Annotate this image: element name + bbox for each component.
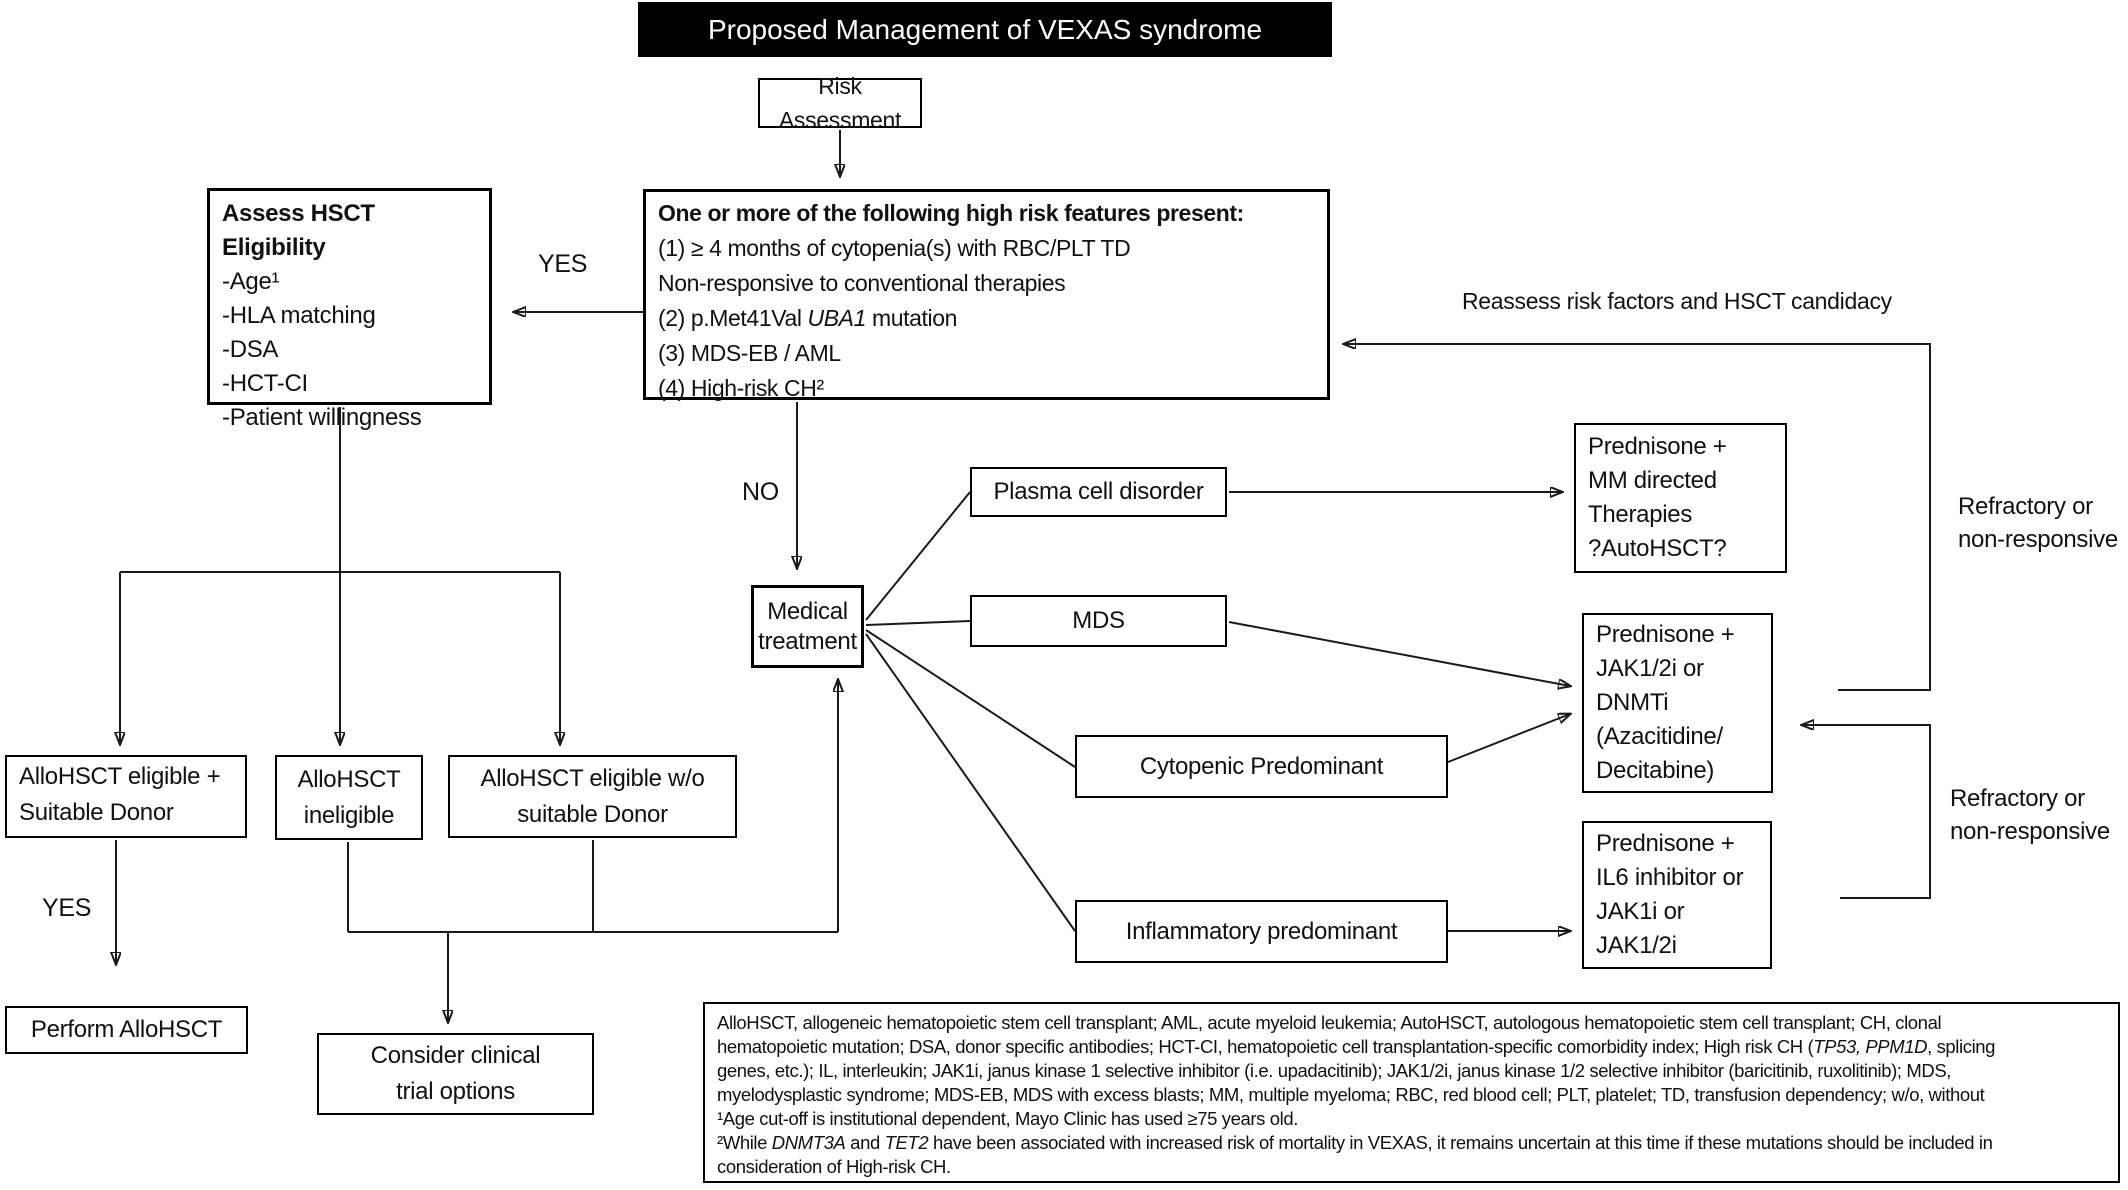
label-refractory-bottom: Refractory or non-responsive xyxy=(1950,785,2110,845)
text-line: suitable Donor xyxy=(517,800,668,828)
text-line: AlloHSCT eligible w/o xyxy=(480,764,705,792)
node-mds: MDS xyxy=(970,595,1227,647)
text-line: Assess HSCT Eligibility xyxy=(222,200,375,261)
node-il6-jak-therapy: Prednisone + IL6 inhibitor or JAK1i or JAK1… xyxy=(1582,821,1772,969)
text-line: treatment xyxy=(758,627,857,655)
text-line: trial options xyxy=(396,1078,515,1105)
text-line: AlloHSCT eligible + xyxy=(19,763,221,790)
text-line: Non-responsive to conventional therapies xyxy=(658,270,1066,296)
text-line: Prednisone + xyxy=(1596,621,1735,648)
text-line: Medical xyxy=(767,597,848,625)
text-line: -DSA xyxy=(222,336,279,363)
text-line: IL6 inhibitor or xyxy=(1596,864,1744,891)
text-line: (4) High-risk CH² xyxy=(658,375,824,401)
node-cytopenic-label: Cytopenic Predominant xyxy=(1139,752,1384,780)
node-allohsct-ineligible: AlloHSCT ineligible xyxy=(275,755,423,840)
text-line: (3) MDS-EB / AML xyxy=(658,340,841,366)
text-line: One or more of the following high risk f… xyxy=(658,200,1244,226)
text-line: ²While DNMT3A and TET2 have been associa… xyxy=(717,1132,1993,1153)
text-line: MM directed xyxy=(1588,467,1717,494)
text-line: ineligible xyxy=(303,801,395,829)
edge-medical-to-inflammatory xyxy=(865,633,1076,932)
page-title: Proposed Management of VEXAS syndrome xyxy=(638,2,1332,57)
text-line: Decitabine) xyxy=(1596,757,1715,784)
edge-medical-to-mds xyxy=(865,620,971,626)
text-line: ¹Age cut-off is institutional dependent,… xyxy=(717,1108,1299,1129)
text-line: JAK1i or xyxy=(1596,898,1685,925)
text-line: hematopoietic mutation; DSA, donor speci… xyxy=(717,1036,1996,1057)
text-line: (1) ≥ 4 months of cytopenia(s) with RBC/… xyxy=(658,235,1131,261)
node-perform-label: Perform AlloHSCT xyxy=(30,1016,223,1043)
text-line: consideration of High-risk CH. xyxy=(717,1156,951,1177)
label-no: NO xyxy=(742,478,779,506)
node-inflammatory-predominant: Inflammatory predominant xyxy=(1075,900,1448,963)
text-line: ?AutoHSCT? xyxy=(1588,535,1727,562)
node-risk-assessment: Risk Assessment xyxy=(758,73,922,133)
node-allohsct-eligible-donor: AlloHSCT eligible + Suitable Donor xyxy=(5,755,247,838)
text-line: AlloHSCT xyxy=(297,765,401,793)
text-line: -HCT-CI xyxy=(222,370,308,397)
text-line: -Patient willingness xyxy=(222,404,422,431)
text-line: AlloHSCT, allogeneic hematopoietic stem … xyxy=(717,1012,1942,1033)
label-refractory-top: Refractory or non-responsive xyxy=(1958,493,2118,553)
text-line: (Azacitidine/ xyxy=(1596,723,1723,750)
edge-medical-to-plasma xyxy=(865,491,971,621)
node-plasma-cell-disorder: Plasma cell disorder xyxy=(970,467,1227,517)
node-perform-allohsct: Perform AlloHSCT xyxy=(5,1006,248,1054)
edge-medical-to-cytopenic xyxy=(865,629,1076,768)
text-line: JAK1/2i xyxy=(1596,932,1677,959)
node-cytopenic-predominant: Cytopenic Predominant xyxy=(1075,735,1448,798)
node-allohsct-without-donor: AlloHSCT eligible w/o suitable Donor xyxy=(448,755,737,838)
node-plasma-label: Plasma cell disorder xyxy=(993,478,1204,505)
text-line: (2) p.Met41Val UBA1 mutation xyxy=(658,305,958,331)
text-line: Therapies xyxy=(1588,501,1693,528)
footnote-legend: AlloHSCT, allogeneic hematopoietic stem … xyxy=(703,1002,2120,1183)
node-inflammatory-label: Inflammatory predominant xyxy=(1125,917,1398,945)
label-yes-bottom: YES xyxy=(42,894,92,922)
edge-reassess-loop xyxy=(1344,344,1931,691)
text-line: DNMTi xyxy=(1596,689,1669,716)
node-risk-assessment-label: Risk Assessment xyxy=(778,73,902,133)
label-reassess: Reassess risk factors and HSCT candidacy xyxy=(1462,288,1892,314)
node-high-risk-features: One or more of the following high risk f… xyxy=(643,189,1330,401)
text-line: genes, etc.); IL, interleukin; JAK1i, ja… xyxy=(717,1060,1952,1081)
text-line: JAK1/2i or xyxy=(1596,655,1704,682)
text-line: Suitable Donor xyxy=(19,799,174,826)
edge-mds-to-jak xyxy=(1228,621,1570,686)
text-line: -HLA matching xyxy=(222,302,376,329)
text-line: myelodysplastic syndrome; MDS-EB, MDS wi… xyxy=(717,1084,1985,1105)
text-line: -Age¹ xyxy=(222,268,280,295)
node-jak-dnmti-therapy: Prednisone + JAK1/2i or DNMTi (Azacitidine/… xyxy=(1582,613,1773,793)
label-yes-top: YES xyxy=(538,250,588,278)
node-mds-label: MDS xyxy=(1072,607,1125,634)
node-consider-clinical-trial: Consider clinical trial options xyxy=(317,1033,594,1115)
text-line: Prednisone + xyxy=(1596,830,1735,857)
edge-cytopenic-to-jak xyxy=(1447,714,1570,763)
text-line: Consider clinical xyxy=(370,1042,541,1069)
node-assess-hsct-eligibility: Assess HSCT Eligibility -Age¹ -HLA matchin… xyxy=(207,188,492,431)
edge-il6-escalate-to-jak xyxy=(1802,725,1931,899)
text-line: Prednisone + xyxy=(1588,433,1727,460)
